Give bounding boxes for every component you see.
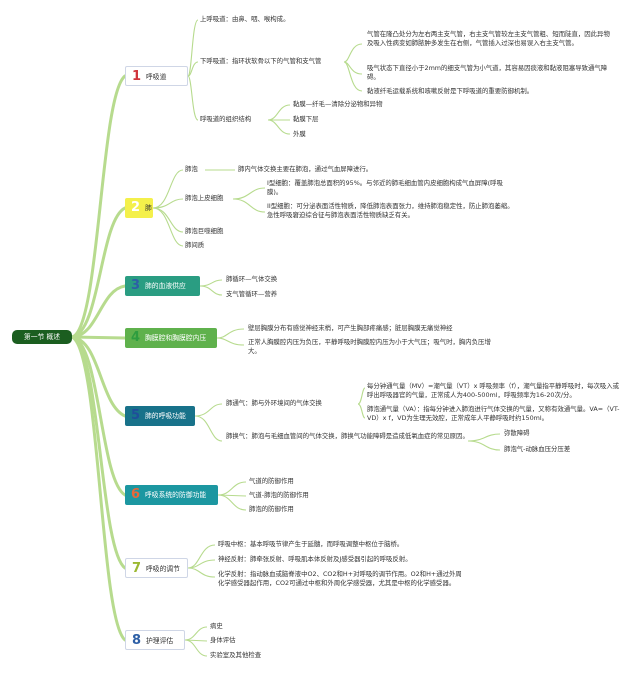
lower-airway[interactable]: 下呼吸道：指环状软骨以下的气管和支气管: [200, 57, 322, 65]
topic-number: 8: [132, 633, 142, 648]
exchange-item: 肺泡气-动脉血压分压差: [504, 445, 571, 453]
topic-respiratory-function[interactable]: 5 肺的呼吸功能: [125, 406, 195, 426]
type-2-cells: II型细胞：可分泌表面活性物质，降低肺泡表面张力，维持肺泡稳定性，防止肺泡萎缩。…: [267, 202, 514, 219]
chemical-reflex: 化学反射：指动脉血或脑脊液中O2、CO2和H+对呼吸的调节作用。O2和H+通过外…: [218, 570, 462, 587]
topic-number: 6: [131, 487, 141, 502]
topic-label: 胸膜腔和胸膜腔内压: [145, 334, 207, 342]
topic-label: 肺: [145, 204, 152, 212]
lower-airway-detail-2: 吸气状态下直径小于2mm的细支气管为小气道，其容易因痰液和黏液阻塞导致通气障碍。: [367, 64, 608, 81]
alveolar-epithelium[interactable]: 肺泡上皮细胞: [185, 194, 224, 202]
alveoli-detail: 肺内气体交换主要在肺泡，通过气血屏障进行。: [238, 165, 373, 173]
defense-item: 气道的防御作用: [249, 477, 294, 485]
pleura-detail-1: 壁层胸膜分布有感觉神经末梢，可产生胸部疼痛感；脏层胸膜无痛觉神经: [248, 324, 453, 332]
topic-lung[interactable]: 2 肺: [125, 198, 153, 218]
pleura-detail-2: 正常人胸膜腔内压为负压，平静呼吸时胸膜腔内压为小于大气压；吸气时，胸内负压增大。: [248, 338, 491, 355]
circulation-item: 肺循环—气体交换: [226, 275, 278, 283]
topic-number: 4: [131, 330, 141, 345]
airway-tissue-structure[interactable]: 呼吸道的组织结构: [200, 115, 252, 123]
topic-label: 呼吸道: [146, 73, 167, 81]
alveolar-ventilation: 肺泡通气量（VA）：指每分钟进入肺泡进行气体交换的气量，又称有效通气量。VA=（…: [367, 405, 620, 422]
root-topic[interactable]: 第一节 概述: [12, 330, 72, 344]
topic-number: 7: [132, 561, 142, 576]
topic-airway[interactable]: 1 呼吸道: [125, 66, 188, 86]
topic-label: 呼吸的调节: [146, 565, 180, 573]
topic-label: 肺的血液供应: [145, 282, 186, 290]
topic-number: 3: [131, 278, 141, 293]
defense-item: 肺泡的防御作用: [249, 505, 294, 513]
tissue-item: 外膜: [293, 130, 306, 138]
assessment-item: 实验室及其他检查: [210, 651, 262, 659]
topic-number: 5: [131, 408, 141, 423]
lower-airway-detail-3: 黏液纤毛运载系统和咳嗽反射是下呼吸道的重要防御机制。: [367, 87, 534, 95]
topic-defense-function[interactable]: 6 呼吸系统的防御功能: [125, 485, 218, 505]
gas-exchange[interactable]: 肺换气：肺泡与毛细血管间的气体交换，肺换气功能障碍是造成低氧血症的常见原因。: [226, 432, 469, 440]
pulmonary-ventilation[interactable]: 肺通气：肺与外环境间的气体交换: [226, 399, 322, 407]
lung-interstitium[interactable]: 肺间质: [185, 241, 205, 249]
tissue-item: 黏膜—纤毛—清除分泌物和异物: [293, 100, 383, 108]
topic-label: 肺的呼吸功能: [145, 412, 186, 420]
alveoli[interactable]: 肺泡: [185, 165, 198, 173]
circulation-item: 支气管循环—营养: [226, 290, 278, 298]
exchange-item: 弥散障碍: [504, 429, 530, 437]
tissue-item: 黏膜下层: [293, 115, 319, 123]
topic-label: 护理评估: [146, 637, 174, 645]
topic-label: 呼吸系统的防御功能: [145, 491, 207, 499]
assessment-item: 身体评估: [210, 636, 236, 644]
topic-number: 1: [132, 69, 142, 84]
topic-blood-supply[interactable]: 3 肺的血液供应: [125, 276, 200, 296]
topic-regulation[interactable]: 7 呼吸的调节: [125, 558, 188, 578]
upper-airway[interactable]: 上呼吸道：由鼻、咽、喉构成。: [200, 15, 290, 23]
defense-item: 气道-肺泡的防御作用: [249, 491, 309, 499]
topic-nursing-assessment[interactable]: 8 护理评估: [125, 630, 185, 650]
minute-ventilation: 每分钟通气量（MV）=潮气量（VT）x 呼吸频率（f），潮气量指平静呼吸时，每次…: [367, 382, 620, 399]
topic-pleural-cavity[interactable]: 4 胸膜腔和胸膜腔内压: [125, 328, 217, 348]
assessment-item: 病史: [210, 622, 223, 630]
lower-airway-detail-1: 气管在隆凸处分为左右两主支气管，右主支气管较左主支气管粗、短而陡直，因此异物及吸…: [367, 30, 610, 47]
respiratory-center: 呼吸中枢：基本呼吸节律产生于延髓，而呼吸调整中枢位于脑桥。: [218, 540, 404, 548]
neural-reflex: 神经反射：肺牵张反射、呼吸肌本体反射及J感受器引起的呼吸反射。: [218, 555, 412, 563]
topic-number: 2: [131, 200, 141, 215]
type-1-cells: I型细胞：覆盖肺泡总面积的95%。与邻近的肺毛细血管内皮细胞构成气血屏障(呼吸膜…: [267, 179, 503, 196]
alveolar-macrophage[interactable]: 肺泡巨噬细胞: [185, 227, 224, 235]
